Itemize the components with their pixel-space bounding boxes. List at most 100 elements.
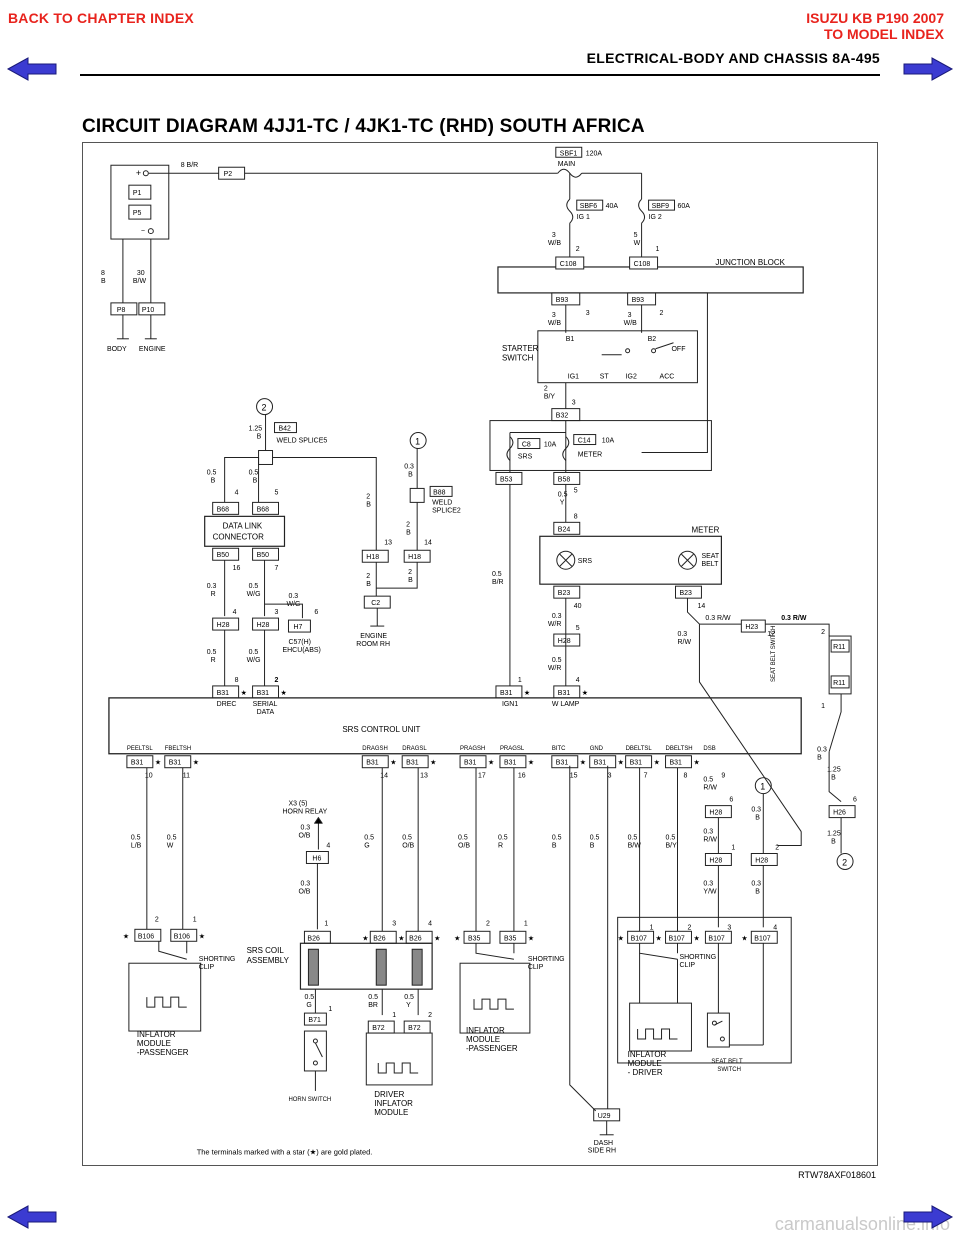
svg-text:-PASSENGER: -PASSENGER <box>137 1048 189 1057</box>
svg-text:8: 8 <box>574 513 578 520</box>
svg-text:B68: B68 <box>257 506 270 513</box>
svg-text:B106: B106 <box>138 933 154 940</box>
svg-text:H18: H18 <box>408 554 421 561</box>
svg-text:★: ★ <box>123 932 129 940</box>
wire-color: B/W <box>628 843 642 850</box>
svg-text:4: 4 <box>576 677 580 684</box>
svg-text:12: 12 <box>767 631 775 638</box>
svg-text:B68: B68 <box>217 506 230 513</box>
svg-text:0.5: 0.5 <box>492 571 502 578</box>
svg-text:SWITCH: SWITCH <box>502 354 534 363</box>
svg-text:ROOM RH: ROOM RH <box>356 641 390 648</box>
svg-text:2: 2 <box>428 1012 432 1019</box>
svg-text:JUNCTION BLOCK: JUNCTION BLOCK <box>715 258 785 267</box>
svg-text:MODULE: MODULE <box>374 1108 408 1117</box>
svg-text:1: 1 <box>518 677 522 684</box>
svg-text:SEAT BELT SWITCH: SEAT BELT SWITCH <box>771 626 777 682</box>
svg-text:−: − <box>141 228 145 235</box>
svg-text:WELD: WELD <box>432 499 452 506</box>
svg-text:4: 4 <box>773 924 777 931</box>
svg-text:ASSEMBLY: ASSEMBLY <box>247 956 290 965</box>
svg-text:CLIP: CLIP <box>679 962 695 969</box>
svg-text:B50: B50 <box>217 552 230 559</box>
svg-text:2: 2 <box>544 386 548 393</box>
svg-text:★: ★ <box>741 934 747 942</box>
svg-text:The terminals marked with a st: The terminals marked with a star (★) are… <box>197 1148 373 1157</box>
wire-gauge: 0.5 <box>364 835 374 842</box>
battery: + P1 P5 − <box>110 164 170 240</box>
svg-text:R11: R11 <box>833 680 845 687</box>
svg-text:40: 40 <box>574 603 582 610</box>
svg-text:★: ★ <box>398 934 404 942</box>
next-page-bottom-arrow-icon[interactable] <box>902 1204 954 1230</box>
svg-text:U29: U29 <box>598 1113 611 1120</box>
srs-pin-label: PRAGSL <box>500 746 525 752</box>
model-index-block[interactable]: ISUZU KB P190 2007 TO MODEL INDEX <box>806 10 944 42</box>
srs-connector <box>499 755 527 769</box>
prev-page-bottom-arrow-icon[interactable] <box>6 1204 58 1230</box>
svg-text:P8: P8 <box>117 307 126 314</box>
svg-text:2: 2 <box>262 403 267 413</box>
svg-text:INFLATOR: INFLATOR <box>137 1030 176 1039</box>
gold-plated-star-icon: ★ <box>488 759 494 767</box>
svg-text:★: ★ <box>434 934 440 942</box>
svg-text:CONNECTOR: CONNECTOR <box>213 532 264 541</box>
srs-connector-label: B31 <box>169 760 182 767</box>
svg-text:G: G <box>306 1002 311 1009</box>
svg-text:B71: B71 <box>308 1017 321 1024</box>
svg-text:1: 1 <box>821 703 825 710</box>
svg-text:★: ★ <box>528 934 534 942</box>
svg-text:0.3: 0.3 <box>678 631 688 638</box>
svg-text:1.25: 1.25 <box>827 831 841 838</box>
svg-text:B50: B50 <box>257 552 270 559</box>
svg-text:H23: H23 <box>745 624 758 631</box>
svg-text:1: 1 <box>656 246 660 253</box>
svg-text:INFLATOR: INFLATOR <box>374 1099 413 1108</box>
gold-plated-star-icon: ★ <box>155 759 161 767</box>
next-page-arrow-icon[interactable] <box>902 56 954 82</box>
svg-text:0.5: 0.5 <box>558 491 568 498</box>
svg-text:W/B: W/B <box>548 320 562 327</box>
prev-page-arrow-icon[interactable] <box>6 56 58 82</box>
svg-text:IG 2: IG 2 <box>649 214 662 221</box>
svg-text:10A: 10A <box>602 438 615 445</box>
gold-plated-star-icon: ★ <box>693 759 699 767</box>
svg-text:SPLICE2: SPLICE2 <box>432 507 461 514</box>
svg-text:1: 1 <box>760 782 765 792</box>
svg-text:★: ★ <box>656 934 662 942</box>
svg-text:SHORTING: SHORTING <box>679 954 716 961</box>
svg-text:EHCU(ABS): EHCU(ABS) <box>282 647 320 654</box>
srs-pin-number: 17 <box>478 773 486 780</box>
srs-connector <box>361 755 389 769</box>
svg-text:O/B: O/B <box>298 833 310 840</box>
svg-text:IG 1: IG 1 <box>577 214 590 221</box>
svg-text:H28: H28 <box>217 622 230 629</box>
svg-text:MAIN: MAIN <box>558 161 575 168</box>
svg-text:B58: B58 <box>558 476 571 483</box>
svg-text:B107: B107 <box>708 935 724 942</box>
svg-text:B: B <box>211 477 216 484</box>
back-to-chapter-index-link[interactable]: BACK TO CHAPTER INDEX <box>8 10 194 26</box>
svg-text:Y: Y <box>406 1002 411 1009</box>
svg-text:H28: H28 <box>709 810 722 817</box>
wire-gauge: 0.5 <box>628 835 638 842</box>
svg-text:Y/W: Y/W <box>703 888 717 895</box>
svg-text:B: B <box>755 815 760 822</box>
svg-text:W: W <box>634 240 641 247</box>
srs-pin-label: PRAGSH <box>460 746 485 752</box>
svg-text:B93: B93 <box>632 297 645 304</box>
svg-text:2: 2 <box>408 569 412 576</box>
svg-text:P10: P10 <box>142 307 155 314</box>
svg-text:0.3: 0.3 <box>207 583 217 590</box>
wire-color: B <box>552 843 557 850</box>
svg-text:3: 3 <box>275 609 279 616</box>
svg-text:R/W: R/W <box>703 785 717 792</box>
wire-color: O/B <box>402 843 414 850</box>
srs-pin-number: 13 <box>420 773 428 780</box>
srs-connector <box>401 755 429 769</box>
wire-color: W <box>167 843 174 850</box>
svg-text:DATA LINK: DATA LINK <box>223 521 263 530</box>
wire-color: R <box>498 843 503 850</box>
svg-text:DREC: DREC <box>217 701 237 708</box>
to-model-index-link[interactable]: TO MODEL INDEX <box>823 26 944 42</box>
